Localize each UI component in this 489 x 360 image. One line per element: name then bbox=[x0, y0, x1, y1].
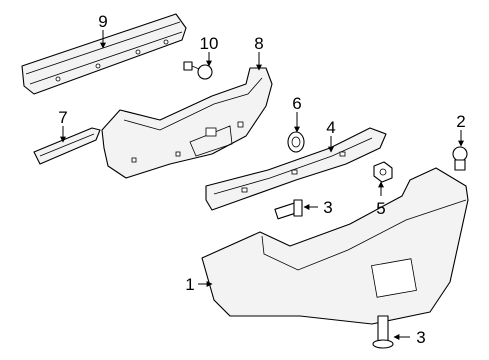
callout-6: 6 bbox=[292, 94, 301, 113]
callout-10: 10 bbox=[200, 34, 219, 53]
retainer-part-3-lower bbox=[372, 315, 394, 349]
callout-3-lower: 3 bbox=[416, 328, 425, 347]
callout-1: 1 bbox=[185, 275, 194, 294]
callout-9: 9 bbox=[98, 12, 107, 31]
leader-lines bbox=[60, 30, 464, 340]
grommet-part-6 bbox=[287, 131, 305, 153]
callout-7: 7 bbox=[58, 108, 67, 127]
bumper-cover-part-1 bbox=[201, 167, 469, 325]
callout-2: 2 bbox=[456, 112, 465, 131]
callout-8: 8 bbox=[254, 34, 263, 53]
retainer-part-3-upper bbox=[274, 199, 303, 220]
side-bracket-part-7 bbox=[33, 127, 101, 165]
callout-4: 4 bbox=[326, 118, 335, 137]
callout-3-upper: 3 bbox=[323, 198, 332, 217]
energy-absorber-part-8 bbox=[101, 67, 273, 179]
bolt-part-2 bbox=[452, 146, 468, 171]
callout-5: 5 bbox=[376, 199, 385, 218]
push-pin-part-10 bbox=[183, 61, 213, 80]
impact-bar-part-9 bbox=[21, 13, 187, 95]
bumper-support-part-4 bbox=[205, 127, 387, 211]
nut-part-5 bbox=[373, 161, 393, 183]
